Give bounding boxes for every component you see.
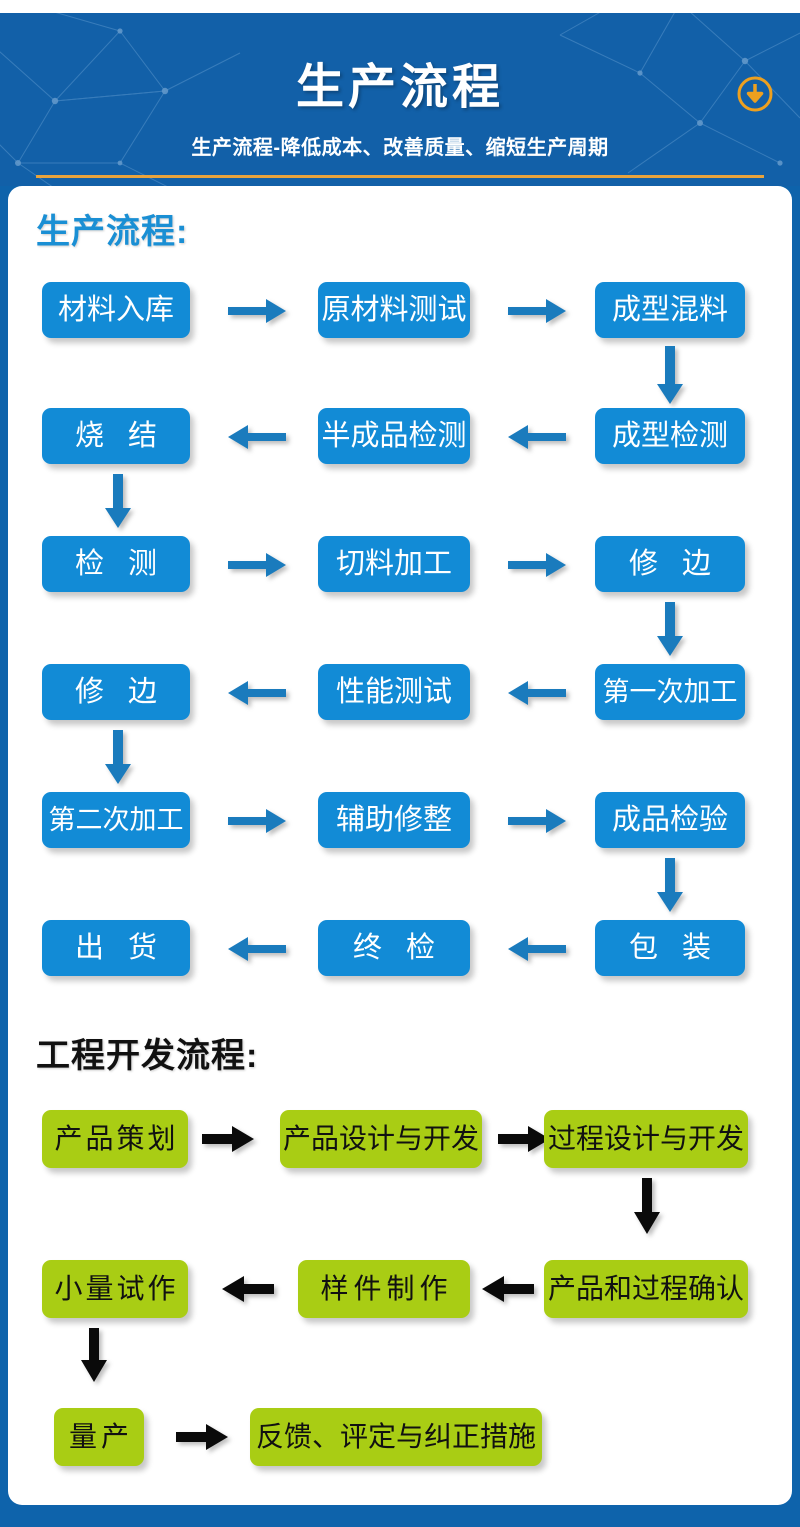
arrow-left-p4 — [506, 424, 568, 450]
node-production-11[interactable]: 性能测试 — [318, 664, 470, 720]
page-subtitle: 生产流程-降低成本、改善质量、缩短生产周期 — [191, 137, 609, 159]
arrow-right-p13 — [226, 808, 288, 834]
arrow-down-p12 — [104, 728, 132, 786]
arrow-right-e1 — [200, 1126, 256, 1152]
arrow-right-p14 — [506, 808, 568, 834]
arrow-down-e3 — [633, 1176, 661, 1236]
node-engineering-7[interactable]: 量产 — [54, 1408, 144, 1466]
node-production-9[interactable]: 修 边 — [595, 536, 745, 592]
arrow-left-p10 — [506, 680, 568, 706]
node-engineering-2[interactable]: 产品设计与开发 — [280, 1110, 482, 1168]
arrow-left-p16 — [506, 936, 568, 962]
node-engineering-3[interactable]: 过程设计与开发 — [544, 1110, 748, 1168]
arrow-right-e7 — [174, 1424, 230, 1450]
page-title: 生产流程 — [295, 61, 504, 114]
node-production-5[interactable]: 半成品检测 — [318, 408, 470, 464]
content-card: 生产流程: 材料入库 原材料测试 成型混料 成型 — [8, 186, 792, 1505]
download-circle-icon[interactable] — [736, 75, 774, 113]
node-production-7[interactable]: 检 测 — [42, 536, 190, 592]
arrow-left-e4 — [480, 1276, 536, 1302]
section-heading-production: 生产流程: — [36, 213, 189, 251]
arrow-down-e6 — [80, 1326, 108, 1384]
node-engineering-5[interactable]: 样件制作 — [298, 1260, 470, 1318]
arrow-left-p11 — [226, 680, 288, 706]
node-production-3[interactable]: 成型混料 — [595, 282, 745, 338]
node-production-10[interactable]: 第一次加工 — [595, 664, 745, 720]
node-production-1[interactable]: 材料入库 — [42, 282, 190, 338]
page-header: 生产流程 生产流程-降低成本、改善质量、缩短生产周期 — [0, 13, 800, 186]
arrow-left-e5 — [220, 1276, 276, 1302]
top-white-strip — [0, 0, 800, 13]
network-pattern-decoration — [0, 13, 800, 186]
arrow-down-p6 — [104, 472, 132, 530]
node-production-6[interactable]: 烧 结 — [42, 408, 190, 464]
arrow-right-p8 — [506, 552, 568, 578]
arrow-down-p3 — [656, 344, 684, 406]
arrow-down-p9 — [656, 600, 684, 658]
node-production-8[interactable]: 切料加工 — [318, 536, 470, 592]
arrow-left-p17 — [226, 936, 288, 962]
node-production-14[interactable]: 辅助修整 — [318, 792, 470, 848]
node-production-13[interactable]: 第二次加工 — [42, 792, 190, 848]
arrow-right-p1 — [226, 298, 288, 324]
arrow-right-p7 — [226, 552, 288, 578]
arrow-right-p2 — [506, 298, 568, 324]
node-engineering-6[interactable]: 小量试作 — [42, 1260, 188, 1318]
node-engineering-4[interactable]: 产品和过程确认 — [544, 1260, 748, 1318]
arrow-down-p15 — [656, 856, 684, 914]
node-engineering-8[interactable]: 反馈、评定与纠正措施 — [250, 1408, 542, 1466]
node-production-12[interactable]: 修 边 — [42, 664, 190, 720]
arrow-left-p5 — [226, 424, 288, 450]
node-production-2[interactable]: 原材料测试 — [318, 282, 470, 338]
arrow-right-e2 — [496, 1126, 552, 1152]
node-production-18[interactable]: 出 货 — [42, 920, 190, 976]
node-production-16[interactable]: 包 装 — [595, 920, 745, 976]
node-production-15[interactable]: 成品检验 — [595, 792, 745, 848]
section-heading-engineering: 工程开发流程: — [36, 1037, 259, 1075]
node-production-4[interactable]: 成型检测 — [595, 408, 745, 464]
node-engineering-1[interactable]: 产品策划 — [42, 1110, 188, 1168]
node-production-17[interactable]: 终 检 — [318, 920, 470, 976]
header-divider-rule — [36, 175, 764, 178]
